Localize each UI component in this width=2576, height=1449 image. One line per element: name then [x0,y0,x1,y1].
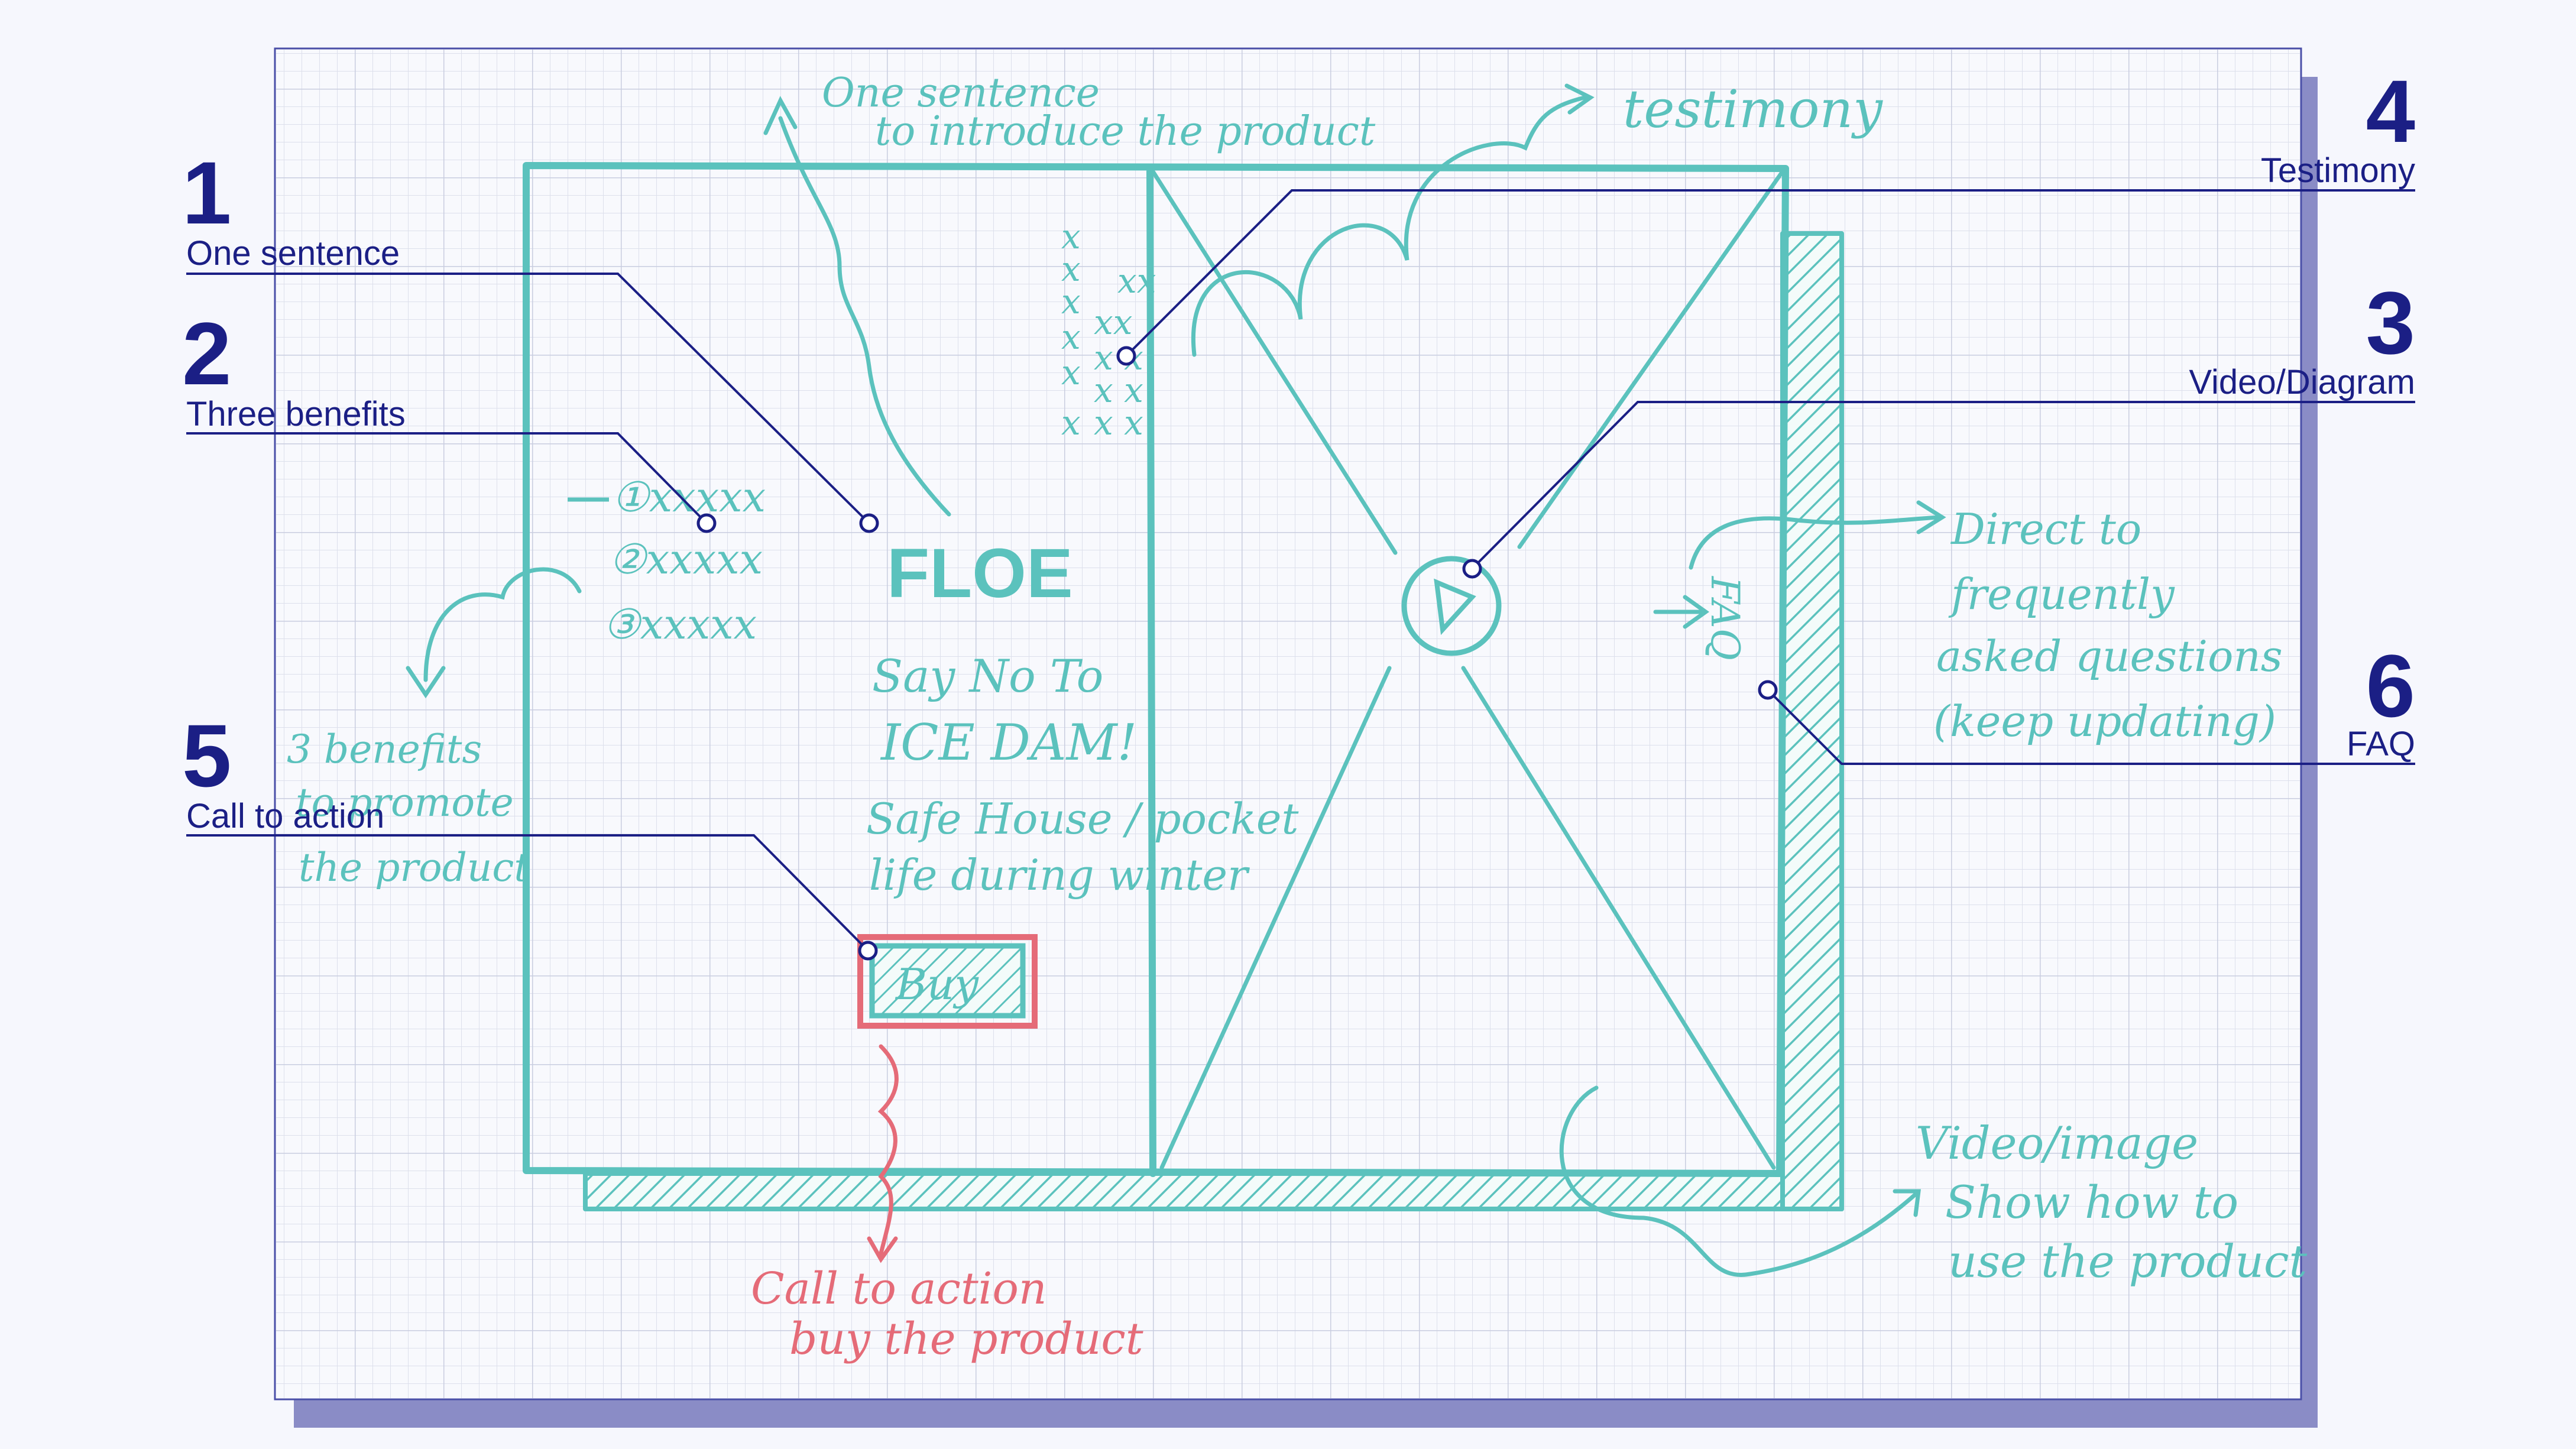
tagline-line-2: ICE DAM! [880,714,1137,771]
dot-3 [1464,560,1480,577]
callout-number: 5 [182,706,231,805]
faq-note-line-3: asked questions [1936,631,2283,681]
callout-number: 3 [2366,273,2415,372]
cta-note-line-1: Call to action [751,1263,1047,1314]
video-note-line-2: Show how to [1945,1176,2238,1228]
callout-label: Call to action [186,797,384,835]
frame-shadow-bottom [585,1174,1842,1209]
svg-text:x: x [1061,281,1081,322]
intro-note-line-2: to introduce the product [875,108,1376,155]
buy-button-sketch: Buy [860,937,1035,1026]
svg-text:xx: xx [1094,302,1132,342]
svg-text:x: x [1061,352,1081,393]
faq-side-label: FAQ [1702,576,1748,660]
callout-number: 2 [182,304,231,403]
callout-number: 6 [2366,636,2415,735]
faq-note-line-2: frequently [1948,569,2175,619]
cta-note-line-2: buy the product [789,1314,1143,1364]
faq-note-line-4: (keep updating) [1933,696,2276,746]
brand-name: FLOE [887,534,1073,612]
dot-4 [1118,348,1135,364]
benefits-note-line-1: 3 benefits [287,727,482,772]
callout-number: 4 [2366,61,2415,161]
svg-text:x: x [1061,403,1081,443]
svg-text:Buy: Buy [895,959,979,1009]
callout-label: Three benefits [186,395,406,433]
dot-6 [1760,682,1776,698]
svg-text:②xxxxx: ②xxxxx [609,535,763,584]
svg-text:x x: x x [1094,403,1143,443]
frame-shadow-right [1783,234,1842,1209]
testimony-note: testimony [1623,79,1883,140]
tagline-line-1: Say No To [872,650,1103,702]
svg-text:③xxxxx: ③xxxxx [603,600,757,649]
callout-label: FAQ [2347,725,2415,763]
callout-6: 6 FAQ [2347,636,2415,763]
svg-text:x: x [1061,317,1081,357]
benefits-note-line-3: the product [299,845,530,890]
svg-text:xx: xx [1117,261,1156,301]
video-note-line-1: Video/image [1916,1117,2198,1169]
callout-label: Testimony [2261,151,2415,190]
wireframe-frame [526,166,1842,1209]
subline-line-1: Safe House / pocket [866,794,1299,844]
callout-label: Video/Diagram [2189,363,2415,401]
dot-5 [860,942,876,959]
subline-line-2: life during winter [869,850,1250,900]
callout-number: 1 [182,143,231,242]
callout-label: One sentence [186,234,400,273]
svg-text:①xxxxx: ①xxxxx [612,473,766,521]
video-note-line-3: use the product [1948,1235,2308,1288]
faq-note-line-1: Direct to [1950,504,2141,554]
dot-1 [861,515,877,531]
dot-2 [698,515,715,531]
